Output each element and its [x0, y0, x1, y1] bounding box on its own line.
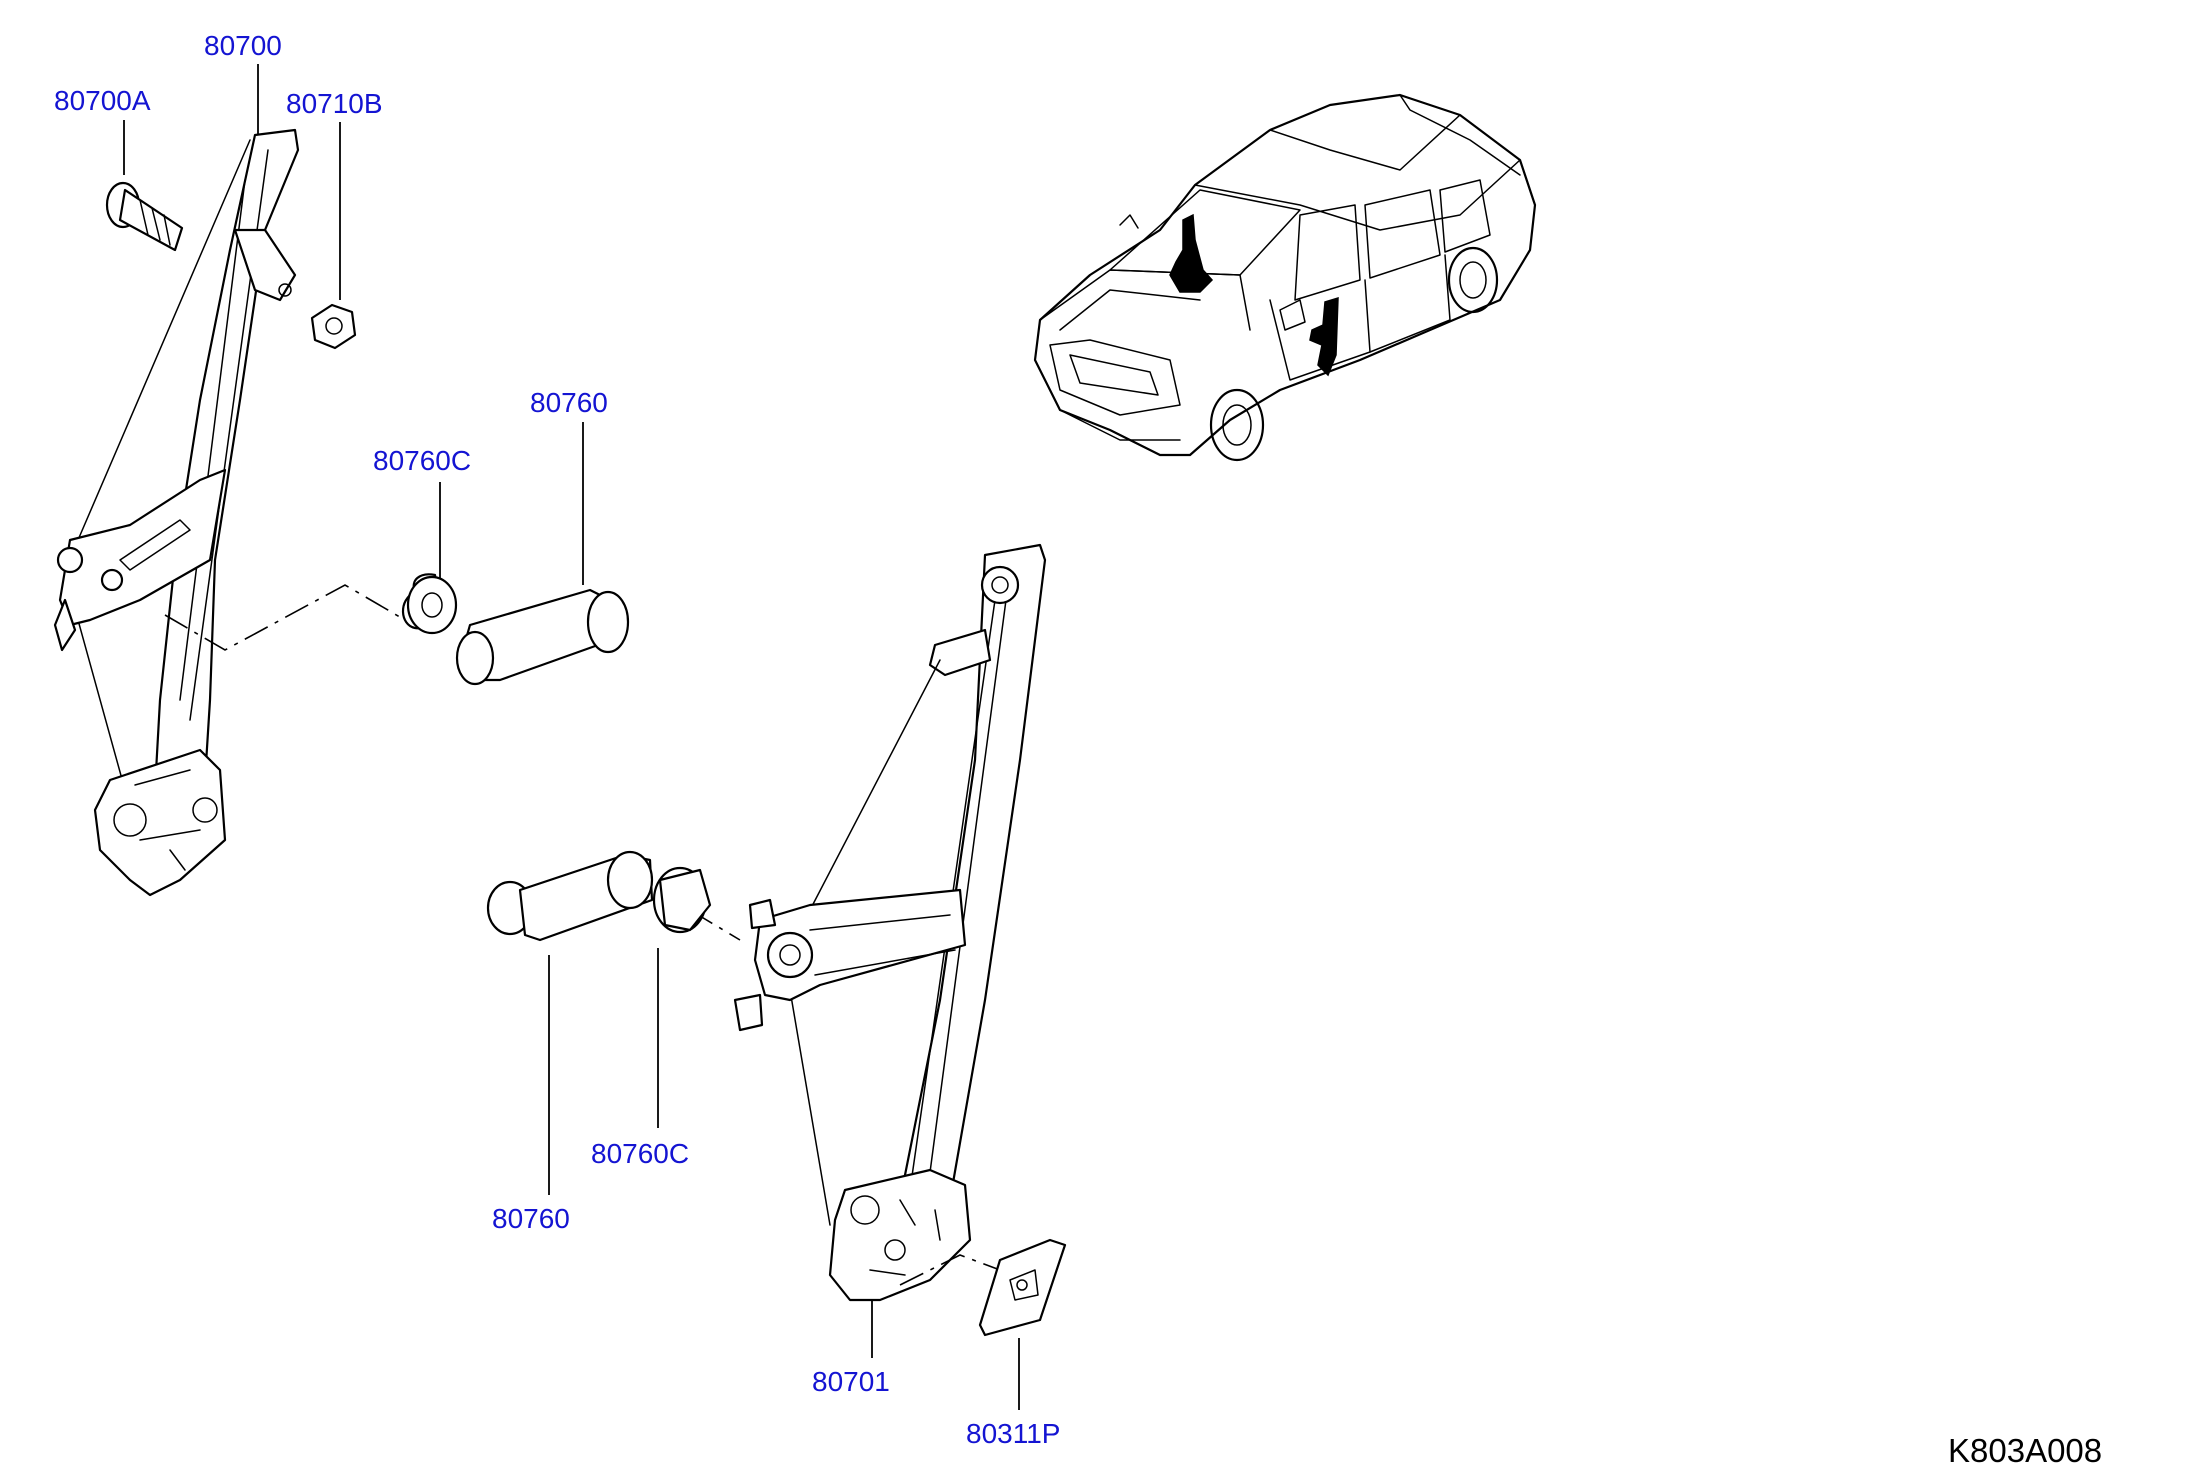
callout-80700[interactable]: 80700	[204, 30, 282, 61]
highlighted-front-regulator-icon	[1169, 213, 1214, 293]
callout-80701[interactable]: 80701	[812, 1366, 890, 1397]
clip-80311p	[978, 1238, 1067, 1337]
window-handle-top	[401, 573, 630, 686]
regulator-assembly-right	[689, 543, 1047, 1302]
highlighted-door-regulator-icon	[1309, 296, 1339, 377]
callout-80760c-bottom[interactable]: 80760C	[591, 1138, 689, 1169]
callout-80760c-top[interactable]: 80760C	[373, 445, 471, 476]
regulator-motor-housing-left	[93, 748, 227, 897]
callout-80760-bottom[interactable]: 80760	[492, 1203, 570, 1234]
callout-80311p[interactable]: 80311P	[966, 1418, 1060, 1449]
callout-labels: 80700 80700A 80710B 80760 80760C 80760C …	[54, 30, 2102, 1469]
leader-lines	[123, 64, 1020, 1410]
callout-80700a[interactable]: 80700A	[54, 85, 151, 116]
car-overview-illustration	[1033, 93, 1537, 462]
callout-80710b[interactable]: 80710B	[286, 88, 383, 119]
regulator-motor-housing-right	[828, 1168, 972, 1302]
nut-80710b	[310, 303, 357, 350]
window-handle-bottom	[486, 850, 712, 942]
document-id: K803A008	[1948, 1432, 2102, 1469]
callout-80760-top[interactable]: 80760	[530, 387, 608, 418]
bolt-80700a	[105, 181, 184, 252]
regulator-assembly-left	[53, 128, 406, 897]
